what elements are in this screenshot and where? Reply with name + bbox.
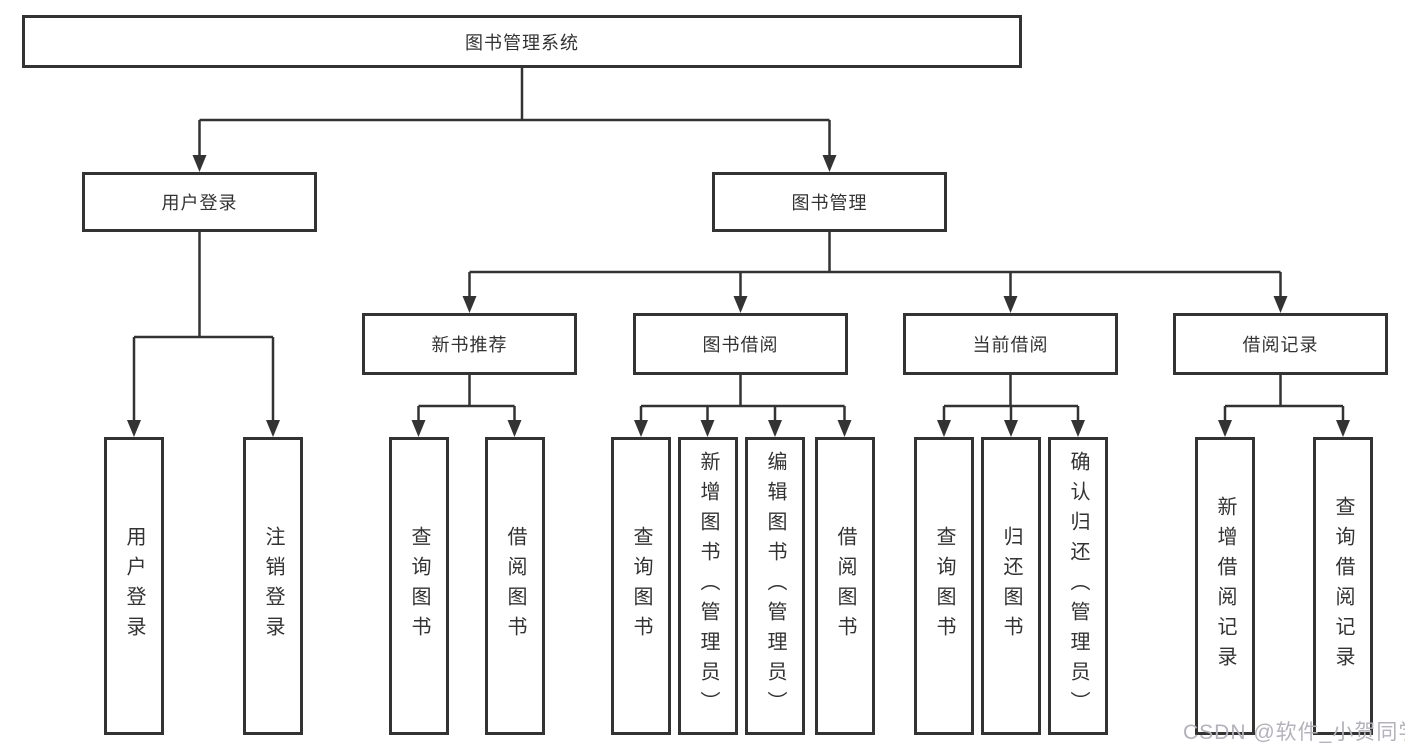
leaf-label: 编辑图书（管理员） [764, 451, 786, 721]
leaf-borrow-add-admin: 新增图书（管理员） [678, 437, 738, 735]
node-user-login-branch: 用户登录 [82, 172, 317, 232]
leaf-label: 确认归还（管理员） [1067, 451, 1089, 721]
connector-stems [132, 66, 1345, 424]
leaf-user-login: 用户登录 [104, 437, 164, 735]
node-book-borrow: 图书借阅 [633, 313, 848, 375]
leaf-records-query: 查询借阅记录 [1313, 437, 1373, 735]
leaf-label: 新增图书（管理员） [697, 451, 719, 721]
arrowheads [127, 155, 1350, 437]
leaf-records-add: 新增借阅记录 [1195, 437, 1255, 735]
leaf-current-return: 归还图书 [981, 437, 1041, 735]
node-book-management-branch: 图书管理 [712, 172, 947, 232]
leaf-label: 查询借阅记录 [1332, 496, 1354, 676]
node-borrow-records: 借阅记录 [1173, 313, 1388, 375]
leaf-label: 用户登录 [123, 526, 145, 646]
leaf-borrow-query: 查询图书 [611, 437, 671, 735]
leaf-label: 归还图书 [1000, 526, 1022, 646]
leaf-logout: 注销登录 [243, 437, 303, 735]
leaf-label: 新增借阅记录 [1214, 496, 1236, 676]
leaf-newbooks-borrow: 借阅图书 [485, 437, 545, 735]
leaf-label: 查询图书 [933, 526, 955, 646]
leaf-label: 借阅图书 [834, 526, 856, 646]
leaf-borrow-borrow: 借阅图书 [815, 437, 875, 735]
leaf-label: 注销登录 [262, 526, 284, 646]
leaf-newbooks-query: 查询图书 [389, 437, 449, 735]
node-root-system: 图书管理系统 [22, 15, 1022, 68]
node-current-borrow: 当前借阅 [903, 313, 1118, 375]
leaf-current-confirm-admin: 确认归还（管理员） [1048, 437, 1108, 735]
leaf-label: 查询图书 [630, 526, 652, 646]
leaf-label: 查询图书 [408, 526, 430, 646]
leaf-current-query: 查询图书 [914, 437, 974, 735]
leaf-borrow-edit-admin: 编辑图书（管理员） [745, 437, 805, 735]
node-new-book-recommend: 新书推荐 [362, 313, 577, 375]
csdn-watermark: CSDN @软件_小贺同学 [1183, 721, 1405, 744]
leaf-label: 借阅图书 [504, 526, 526, 646]
